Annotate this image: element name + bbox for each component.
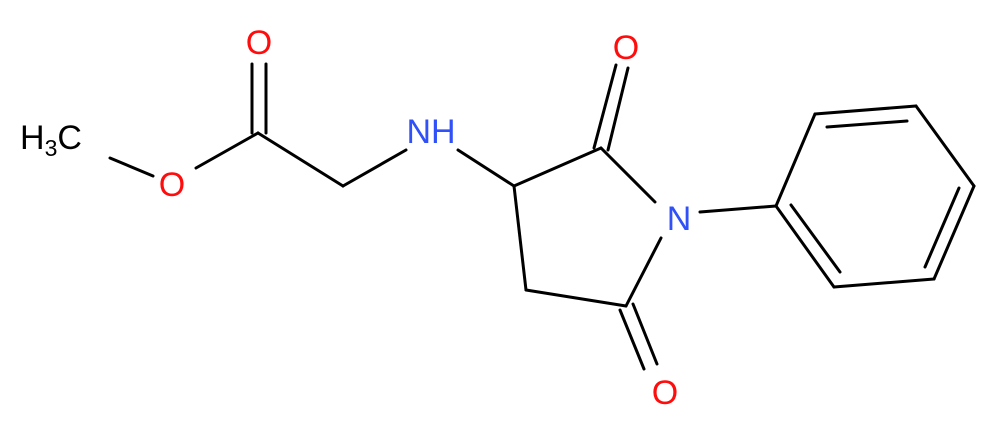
bond-carbonyl-carbon-ch2 [256, 131, 345, 188]
atom-labels: H3C O O NH O N O [20, 24, 691, 412]
bond-methyl-ester-oxygen [108, 156, 155, 178]
carbonyl-oxygen-label: O [246, 24, 272, 62]
bond-phenyl-3 [914, 104, 976, 188]
methyl-h: H [20, 119, 45, 157]
bond-ester-oxygen-carbonyl-carbon [194, 131, 260, 170]
imide-oxygen-bottom-label: O [652, 374, 678, 412]
bond-phenyl-inner-2 [923, 186, 961, 269]
methyl-subscript: 3 [45, 135, 58, 161]
bond-phenyl-6 [774, 204, 836, 289]
bond-c2-n1 [599, 146, 657, 204]
bond-c5-c4 [524, 288, 628, 308]
bond-c2-oxygen-double-a [592, 63, 618, 150]
bond-c5-oxygen-double-a [618, 308, 646, 371]
bonds [108, 62, 976, 371]
imide-oxygen-top-label: O [613, 29, 639, 67]
bond-phenyl-inner-1 [825, 119, 909, 129]
bond-c5-oxygen-double-b [631, 302, 659, 366]
bond-c4-c3 [512, 184, 528, 292]
bond-phenyl-1 [774, 112, 817, 208]
bond-ch2-amine [341, 148, 408, 188]
bond-phenyl-inner-3 [789, 203, 842, 274]
bond-phenyl-2 [813, 104, 918, 116]
bond-c2-oxygen-double-b [606, 66, 630, 152]
bond-n1-phenyl [698, 204, 778, 214]
bond-phenyl-4 [932, 184, 976, 281]
bond-amine-ring-c3 [456, 148, 516, 188]
methyl-label: H3C [20, 119, 82, 161]
ester-oxygen-label: O [159, 166, 185, 204]
bond-c3-c2 [512, 146, 603, 188]
methyl-c: C [57, 119, 82, 157]
amine-label: NH [406, 113, 455, 151]
bond-phenyl-5 [832, 277, 936, 289]
imide-nitrogen-label: N [667, 200, 692, 238]
bond-n1-c5 [624, 236, 663, 308]
